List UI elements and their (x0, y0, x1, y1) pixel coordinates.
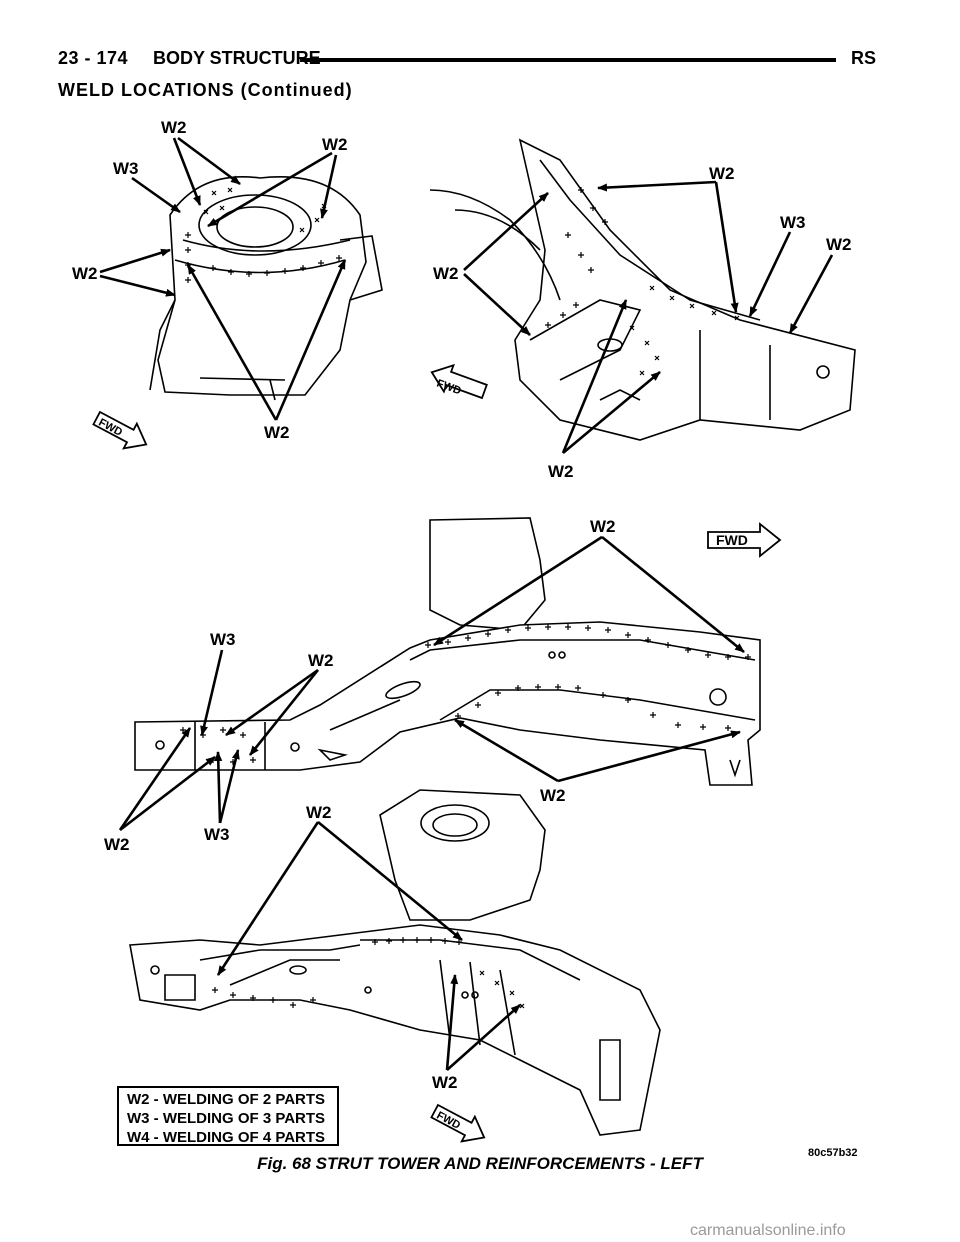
callout-w2: W2 (548, 462, 574, 481)
callout-w3: W3 (113, 159, 139, 178)
header-code: RS (850, 48, 876, 68)
strut-tower-left-arrows (99, 136, 347, 421)
fwd-arrow-2 (430, 363, 488, 400)
page-header: 23 - 174 BODY STRUCTURE RS (58, 48, 876, 74)
callout-w2: W2 (540, 786, 566, 805)
weld-legend: W2 - WELDING OF 2 PARTS W3 - WELDING OF … (117, 1086, 339, 1146)
rail-apron-labels: W2 W3 W2 W2 W2 (433, 164, 852, 481)
callout-w2: W2 (104, 835, 130, 854)
rail-apron-arrows (463, 180, 834, 454)
legend-item: W2 - WELDING OF 2 PARTS (127, 1091, 326, 1108)
fwd-label: FWD (716, 532, 748, 548)
callout-w2: W2 (322, 135, 348, 154)
strut-tower-left-labels: W2 W3 W2 W2 W2 (72, 118, 348, 442)
figure-code: 80c57b32 (808, 1147, 858, 1159)
callout-w2: W2 (826, 235, 852, 254)
legend-item: W4 - WELDING OF 4 PARTS (127, 1129, 326, 1146)
fwd-arrow-4: FWD (430, 1103, 486, 1143)
callout-w3: W3 (204, 825, 230, 844)
assembly-arrows (216, 820, 521, 1071)
callout-w2: W2 (306, 803, 332, 822)
fwd-arrow-3: FWD (707, 522, 782, 558)
legend-item: W3 - WELDING OF 3 PARTS (127, 1110, 326, 1127)
section-title: WELD LOCATIONS (Continued) (58, 80, 353, 100)
callout-w2: W2 (590, 517, 616, 536)
callout-w2: W2 (432, 1073, 458, 1092)
callout-w2: W2 (709, 164, 735, 183)
callout-w3: W3 (780, 213, 806, 232)
assembly-labels: W2 W2 (306, 803, 458, 1092)
callout-w2: W2 (308, 651, 334, 670)
fwd-label: FWD (96, 417, 124, 439)
callout-w3: W3 (210, 630, 236, 649)
watermark: carmanualsonline.info (690, 1222, 846, 1239)
rail-side-view (134, 517, 761, 786)
header-rule (300, 58, 836, 62)
rail-side-arrows (118, 535, 745, 832)
callout-w2: W2 (433, 264, 459, 283)
callout-w2: W2 (161, 118, 187, 137)
callout-w2: W2 (72, 264, 98, 283)
header-title: BODY STRUCTURE (153, 48, 321, 68)
strut-tower-left-view (149, 176, 383, 401)
page-number: 23 - 174 (58, 48, 129, 68)
callout-w2: W2 (264, 423, 290, 442)
rail-side-labels: W2 W3 W2 W2 W2 W3 (104, 517, 616, 854)
fwd-label: FWD (434, 1110, 462, 1132)
figure-caption: Fig. 68 STRUT TOWER AND REINFORCEMENTS -… (257, 1154, 703, 1173)
fwd-arrow-1: FWD (92, 410, 148, 450)
